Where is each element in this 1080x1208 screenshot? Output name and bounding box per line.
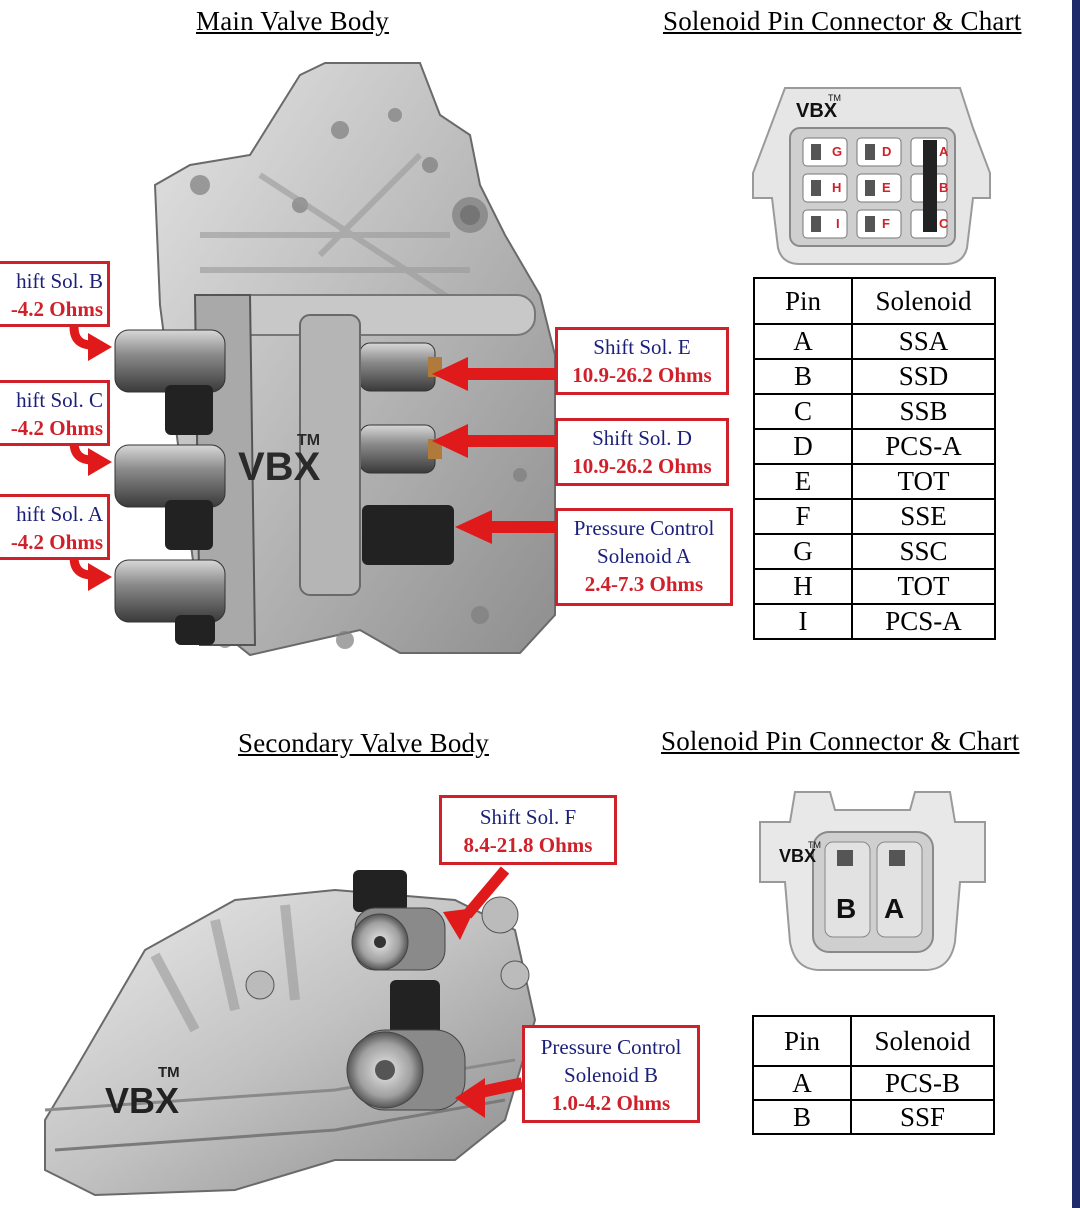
connector2-brand-tm: TM — [808, 840, 821, 850]
secondary-valve-body-photo — [44, 866, 537, 1197]
connector2-photo — [759, 791, 986, 971]
shift-sol-b-name: hift Sol. B — [16, 269, 103, 293]
table1-pin: H — [753, 568, 853, 605]
connector1-pin-b: B — [939, 180, 949, 195]
table2-header-pin: Pin — [752, 1015, 852, 1067]
connector1-pin-i: I — [836, 216, 840, 231]
shift-sol-c-ohms: -4.2 Ohms — [10, 416, 103, 440]
shift-sol-d-ohms: 10.9-26.2 Ohms — [572, 454, 712, 478]
connector1-pin-a: A — [939, 144, 949, 159]
table1-solenoid: SSE — [851, 498, 996, 535]
pcs-b-name-2: Solenoid B — [564, 1063, 658, 1087]
table1-header-pin: Pin — [753, 277, 853, 325]
table1-pin: D — [753, 428, 853, 465]
pcs-a-label: Pressure Control Solenoid A 2.4-7.3 Ohms — [555, 508, 733, 606]
shift-sol-c-label: hift Sol. C -4.2 Ohms — [0, 380, 110, 446]
shift-sol-b-label: hift Sol. B -4.2 Ohms — [0, 261, 110, 327]
connector1-pin-f: F — [882, 216, 890, 231]
connector1-brand: VBX — [796, 100, 838, 122]
shift-sol-a-label: hift Sol. A -4.2 Ohms — [0, 494, 110, 560]
pcs-b-name-1: Pressure Control — [540, 1035, 682, 1059]
connector1-pin-h: H — [832, 180, 842, 195]
shift-sol-f-name: Shift Sol. F — [479, 805, 577, 829]
connector1-pin-d: D — [882, 144, 892, 159]
connector2-brand: VBX — [779, 846, 817, 866]
table1-pin: A — [753, 323, 853, 360]
table2-pin: B — [752, 1099, 852, 1135]
table1-pin: B — [753, 358, 853, 395]
secondary-watermark-tm: TM — [158, 1064, 180, 1081]
table1-solenoid: TOT — [851, 463, 996, 500]
page-edge-bar — [1072, 0, 1080, 1208]
shift-sol-d-name: Shift Sol. D — [592, 426, 692, 450]
main-valve-body-heading: Main Valve Body — [196, 6, 389, 36]
table1-solenoid: PCS-A — [851, 603, 996, 640]
table1-solenoid: SSC — [851, 533, 996, 570]
main-valve-body-photo — [69, 62, 558, 657]
pcs-a-name-1: Pressure Control — [573, 516, 715, 540]
shift-sol-c-name: hift Sol. C — [16, 388, 103, 412]
table1-pin: F — [753, 498, 853, 535]
shift-sol-e-ohms: 10.9-26.2 Ohms — [572, 363, 712, 387]
shift-sol-a-ohms: -4.2 Ohms — [10, 530, 103, 554]
shift-sol-a-name: hift Sol. A — [16, 502, 103, 526]
pcs-a-ohms: 2.4-7.3 Ohms — [584, 572, 704, 596]
table2-pin: A — [752, 1065, 852, 1101]
secondary-valve-body-heading: Secondary Valve Body — [238, 728, 489, 758]
secondary-watermark: VBX — [105, 1080, 180, 1121]
main-watermark: VBX — [238, 445, 321, 489]
table1-solenoid: SSB — [851, 393, 996, 430]
connector1-pin-e: E — [882, 180, 891, 195]
connector1-pin-c: C — [939, 216, 949, 231]
table1-pin: C — [753, 393, 853, 430]
table1-pin: I — [753, 603, 853, 640]
connector2-pin-b: B — [836, 893, 857, 924]
table2-solenoid: SSF — [850, 1099, 995, 1135]
table1-solenoid: PCS-A — [851, 428, 996, 465]
table1-pin: G — [753, 533, 853, 570]
connector1-brand-tm: TM — [828, 93, 841, 103]
connector2-pin-a: A — [884, 893, 905, 924]
table1-solenoid: SSD — [851, 358, 996, 395]
shift-sol-d-label: Shift Sol. D 10.9-26.2 Ohms — [555, 418, 729, 486]
table2-solenoid: PCS-B — [850, 1065, 995, 1101]
connector1-heading: Solenoid Pin Connector & Chart — [663, 6, 1022, 36]
table1-pin: E — [753, 463, 853, 500]
main-watermark-tm: TM — [297, 432, 321, 449]
pcs-b-label: Pressure Control Solenoid B 1.0-4.2 Ohms — [522, 1025, 700, 1123]
pcs-b-ohms: 1.0-4.2 Ohms — [551, 1091, 671, 1115]
table2-header-solenoid: Solenoid — [850, 1015, 995, 1067]
connector1-photo — [752, 87, 991, 265]
table1-solenoid: TOT — [851, 568, 996, 605]
connector1-pin-g: G — [832, 144, 843, 159]
shift-sol-e-name: Shift Sol. E — [593, 335, 691, 359]
connector2-heading: Solenoid Pin Connector & Chart — [661, 726, 1020, 756]
shift-sol-f-label: Shift Sol. F 8.4-21.8 Ohms — [439, 795, 617, 865]
table1-header-solenoid: Solenoid — [851, 277, 996, 325]
pcs-a-name-2: Solenoid A — [597, 544, 691, 568]
table1-solenoid: SSA — [851, 323, 996, 360]
shift-sol-e-label: Shift Sol. E 10.9-26.2 Ohms — [555, 327, 729, 395]
shift-sol-f-ohms: 8.4-21.8 Ohms — [463, 833, 593, 857]
shift-sol-b-ohms: -4.2 Ohms — [10, 297, 103, 321]
